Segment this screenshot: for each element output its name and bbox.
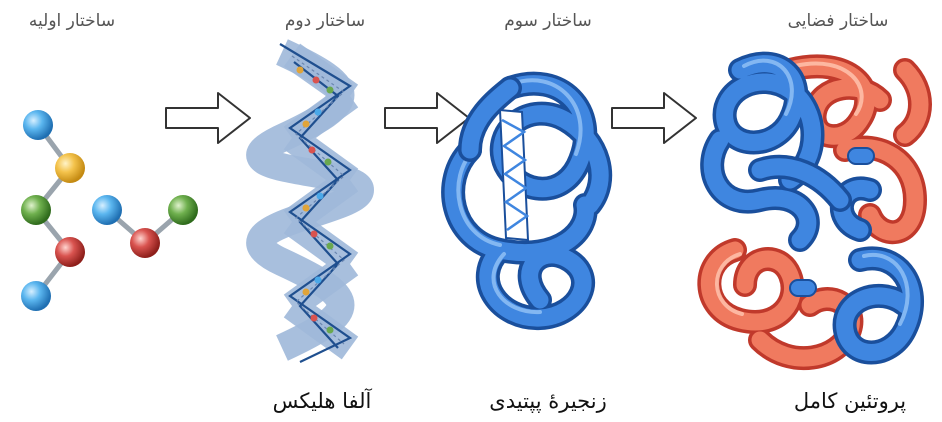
amino-acid-bead-blue (92, 195, 122, 225)
title-quaternary-structure: ساختار فضایی (788, 11, 889, 31)
amino-acid-bead-blue (23, 110, 53, 140)
tertiary-helix-segment (500, 110, 528, 240)
title-secondary-structure: ساختار دوم (285, 11, 365, 31)
title-primary-structure: ساختار اولیه (29, 11, 115, 31)
right-arrow-icon (166, 93, 250, 143)
title-tertiary-structure: ساختار سوم (504, 11, 591, 31)
amino-acid-bead-yellow (55, 153, 85, 183)
caption-complete-protein: پروتئین کامل (794, 389, 906, 413)
caption-alpha-helix: آلفا هلیکس (273, 388, 373, 413)
amino-acid-bead-green (168, 195, 198, 225)
amino-acid-bead-red (55, 237, 85, 267)
primary-structure-beads (21, 110, 198, 311)
amino-acid-bead-red (130, 228, 160, 258)
caption-peptide-chain: زنجیرهٔ پپتیدی (489, 389, 606, 413)
quaternary-structure-illustration (709, 61, 920, 358)
right-arrow-icon (612, 93, 696, 143)
amino-acid-bead-green (21, 195, 51, 225)
amino-acid-bead-blue (21, 281, 51, 311)
right-arrow-icon (385, 93, 469, 143)
tertiary-structure-illustration (453, 80, 600, 318)
alpha-helix-illustration (260, 44, 360, 362)
